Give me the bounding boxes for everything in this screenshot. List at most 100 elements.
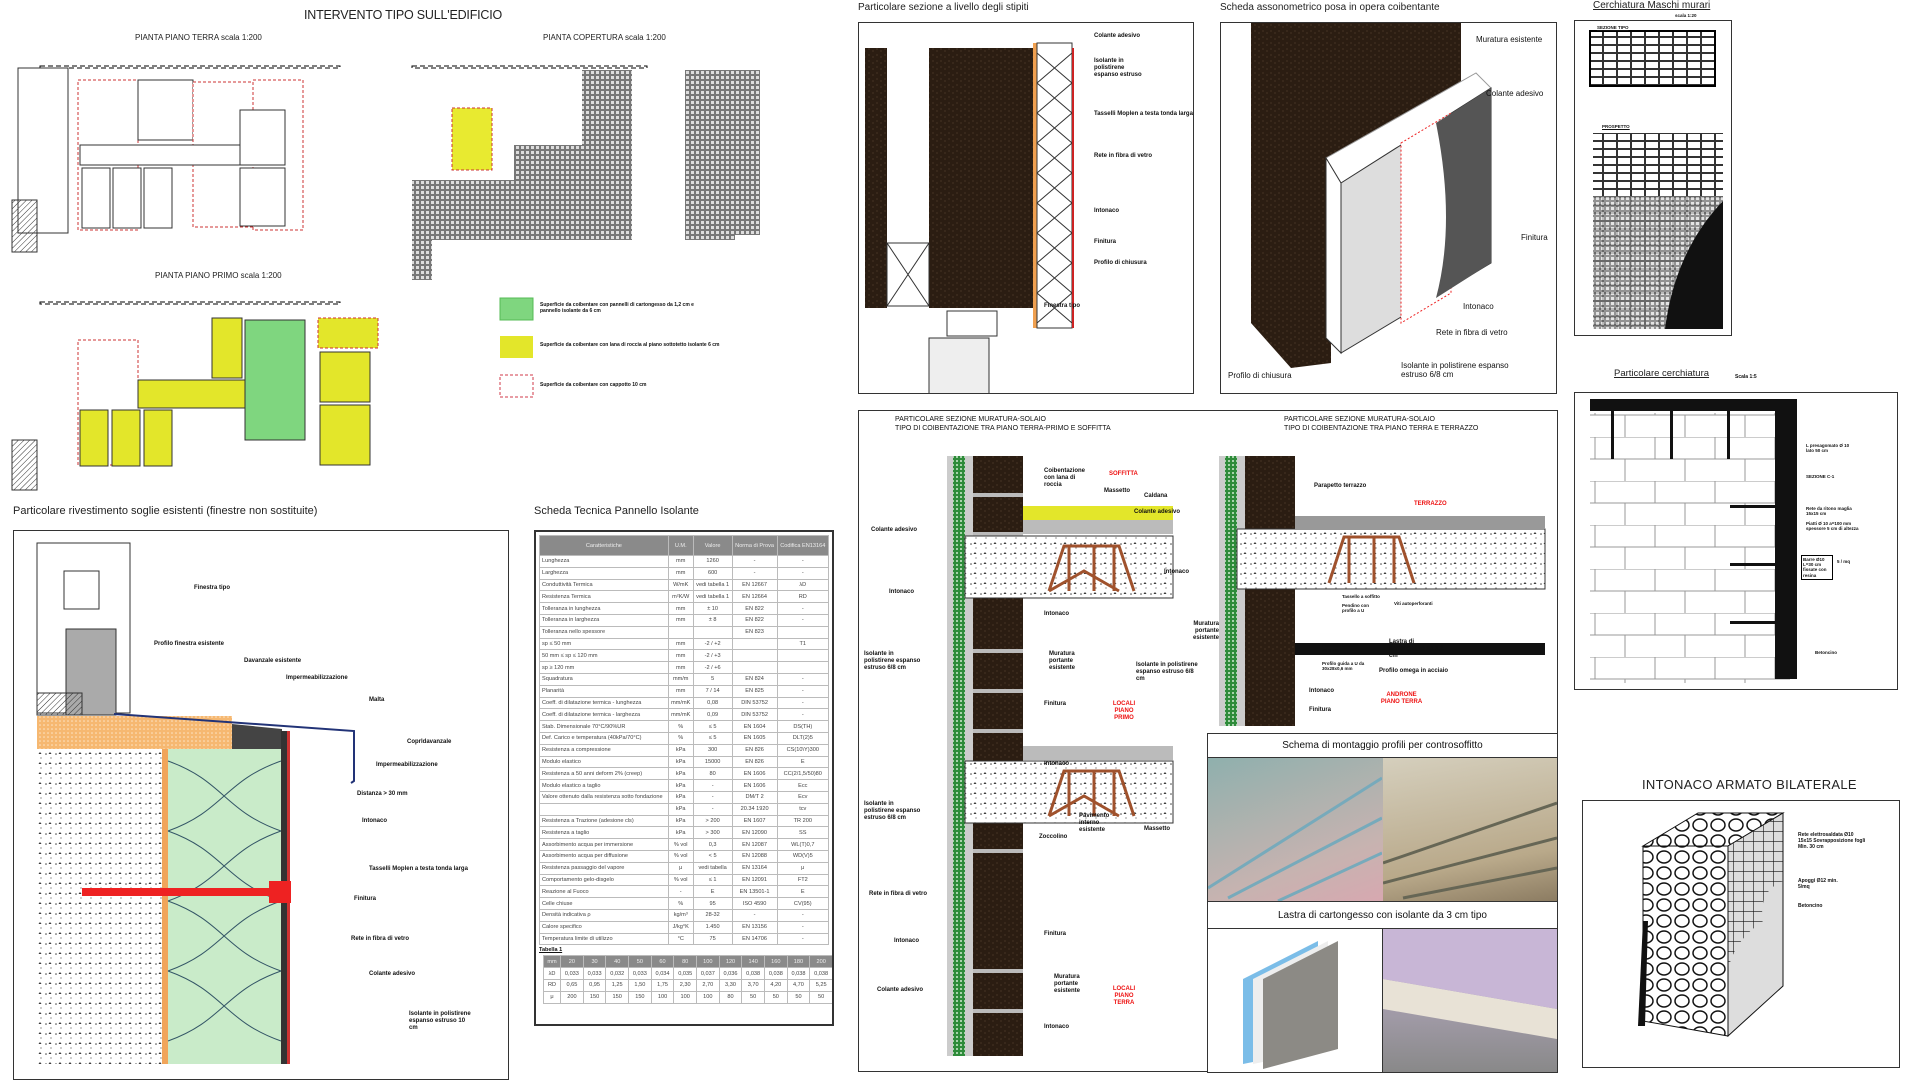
table-cell: RD <box>776 590 830 604</box>
spec-column-header: Norma di Prova <box>731 535 778 556</box>
table-cell: mm/m <box>667 672 694 686</box>
callout-piatti: Piatti Ø 10 a=100 mm spessore 5 cm di al… <box>1806 521 1859 532</box>
table-cell: EN 823 <box>731 625 778 639</box>
table-cell: - <box>776 555 830 568</box>
table-cell: EN 822 <box>731 613 778 627</box>
table-cell: mm <box>667 555 694 568</box>
table-cell: λD <box>776 578 830 592</box>
table-cell: 300 <box>692 743 733 757</box>
table1-header: mm <box>542 955 562 969</box>
callout-copridavanzale: Coprldavanzale <box>407 739 452 745</box>
table1-cell: λD <box>542 967 562 981</box>
table-row: Coeff. di dilatazione termica - larghezz… <box>539 708 830 722</box>
table-cell: 15000 <box>692 755 733 769</box>
table-cell: Ecv <box>776 790 830 804</box>
table-cell: Tolleranza in lunghezza <box>539 602 669 615</box>
reinforced-plaster-panel: Rete elettrosaldata Ø10 15x15 Sovrapposi… <box>1582 800 1900 1068</box>
table-cell: EN 12091 <box>731 873 778 887</box>
section-type-label: SEZIONE TIPO <box>1597 25 1629 30</box>
callout-isolante: Isolante in polistirene espanso estruso <box>1094 58 1142 78</box>
callout-intonaco: Intonaco <box>362 818 387 824</box>
spec-column-header: Valore <box>692 535 733 556</box>
table-cell: 0,09 <box>692 708 733 722</box>
table1-cell: 100 <box>696 990 720 1004</box>
callout-tasselli: Tasselli Moplen a testa tonda larga <box>1094 111 1193 117</box>
table-cell: - <box>776 566 830 580</box>
room-piano-terra: LOCALI PIANO TERRA <box>1112 986 1136 1006</box>
callout-muratura: Muratura esistente <box>1476 35 1543 44</box>
table-cell: m²K/W <box>667 590 694 604</box>
legend-item-red: Superficie da coibentare con cappotto 10… <box>540 382 647 388</box>
table-cell: 50 mm ≤ sp ≤ 120 mm <box>539 649 669 663</box>
table1-cell: 100 <box>650 990 675 1004</box>
table-cell: vedi tabella 1 <box>692 590 733 604</box>
table-cell: EN 13164 <box>731 861 778 875</box>
table-cell: ≤ 5 <box>692 731 733 745</box>
table-cell: kPa <box>667 779 694 792</box>
callout-colante: Colante adesivo <box>1486 89 1544 98</box>
table-cell: ± 10 <box>692 602 733 615</box>
table-cell: EN 12664 <box>731 590 778 604</box>
table-cell: T1 <box>776 637 830 651</box>
table-cell: FT2 <box>776 873 830 887</box>
callout-finitura: Finitura <box>1044 701 1066 707</box>
table-cell: kPa <box>667 743 694 757</box>
table-cell: EN 826 <box>731 755 778 769</box>
table-cell: EN 1607 <box>731 814 778 828</box>
table1-cell: 50 <box>809 990 832 1004</box>
table-cell: Def. Carico e temperatura (40kPa/70°C) <box>539 731 669 745</box>
callout-colante: Colante adesivo <box>1094 33 1141 39</box>
table1-cell: 1,75 <box>650 979 675 992</box>
callout-muratura-2: Muratura portante esistente <box>1054 974 1081 994</box>
table-cell: - <box>692 790 733 804</box>
table-cell: EN 12090 <box>731 826 778 840</box>
table1-header: 160 <box>763 955 788 969</box>
right-section-title-1: PARTICOLARE SEZIONE MURATURA-SOLAIO <box>1284 416 1435 423</box>
table-cell: WL(T)0,7 <box>776 838 830 851</box>
table1-cell: 0,65 <box>560 979 584 992</box>
callout-impermeabilizzazione: Impermeabilizzazione <box>286 675 348 681</box>
table-cell: Tolleranza nello spessore <box>539 625 669 639</box>
callout-davanzale: Davanzale esistente <box>244 658 302 664</box>
table-cell: E <box>776 755 830 769</box>
table-cell: Coeff. di dilatazione termica - lunghezz… <box>539 696 669 710</box>
table1-cell: 2,30 <box>673 979 698 992</box>
table-cell: mm <box>667 613 694 627</box>
table-cell: sp ≤ 50 mm <box>539 637 669 651</box>
table1-cell: 1,25 <box>605 979 630 992</box>
callout-intonaco-5: Intonaco <box>1044 1024 1069 1030</box>
callout-finestra-tipo: Finestra tipo <box>194 585 231 591</box>
callout-profilo-finestra: Profilo finestra esistente <box>154 641 225 647</box>
table-cell: - <box>731 566 778 580</box>
table-cell: < 5 <box>692 849 733 863</box>
callout-rete: Rete in fibra di vetro <box>869 891 928 897</box>
table-cell: Calore specifico <box>539 920 669 934</box>
ring-beam-panel: SEZIONE TIPO PROSPETTO <box>1574 20 1732 336</box>
callout-intonaco: Intonaco <box>889 589 914 595</box>
table1-header: 60 <box>650 955 675 969</box>
callout-muratura-r: Muratura portante esistente <box>1192 621 1219 641</box>
table1-header: 20 <box>560 955 584 969</box>
table1-cell: 4,20 <box>763 979 788 992</box>
table1-cell: 100 <box>673 990 698 1004</box>
table-cell <box>776 625 830 639</box>
callout-impermeabilizzazione-2: Impermeabilizzazione <box>376 762 438 768</box>
table-cell: 0,3 <box>692 838 733 851</box>
table-cell: 20.34 1920 <box>731 802 778 816</box>
table-cell: DS(TH) <box>776 720 830 733</box>
table-row: Valore ottenuto dalla resistenza sotto f… <box>539 790 830 804</box>
callout-pannello: Pannello isolante da 3 cm <box>1322 643 1360 654</box>
table-cell: EN 12088 <box>731 849 778 863</box>
table1-cell: 3,30 <box>718 979 743 992</box>
table-cell: vedi tabella 1 <box>692 578 733 592</box>
table-cell: W/mK <box>667 578 694 592</box>
